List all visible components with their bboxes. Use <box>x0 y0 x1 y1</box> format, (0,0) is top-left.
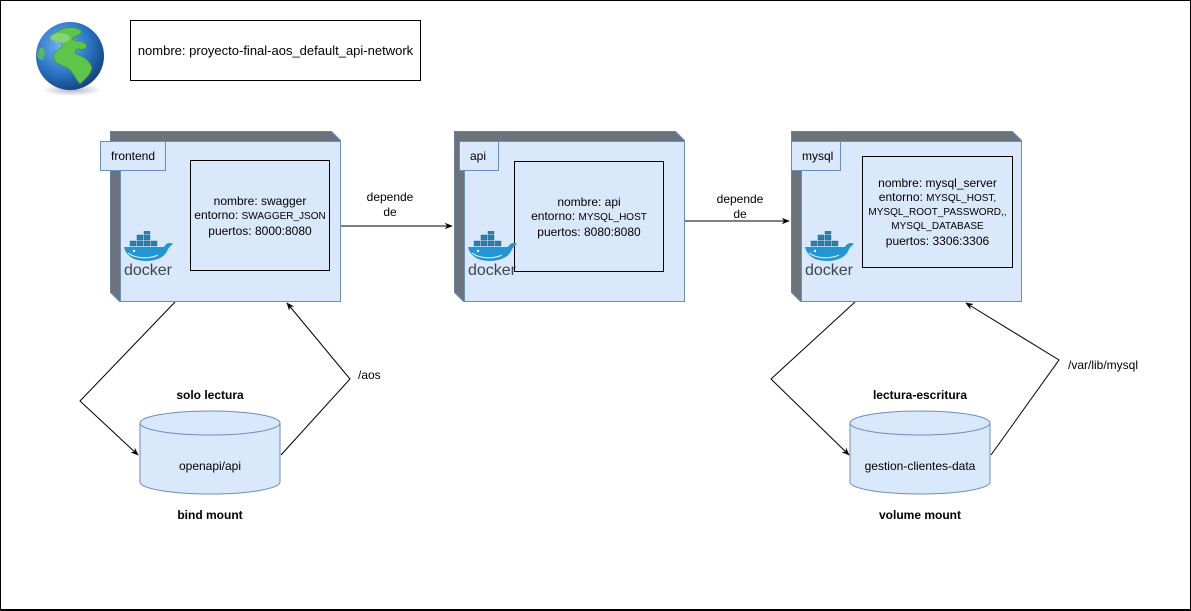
node-tag: frontend <box>100 141 167 171</box>
docker-icon: docker <box>801 229 857 279</box>
docker-wordmark: docker <box>468 262 517 277</box>
docker-wordmark: docker <box>805 262 854 277</box>
node-entorno: entorno: MYSQL_HOST <box>531 209 647 225</box>
volume-name-label: gestion-clientes-data <box>864 459 976 473</box>
mount-path-label: /var/lib/mysql <box>1068 358 1139 372</box>
node-info-box: nombre: swagger entorno: SWAGGER_JSON pu… <box>190 160 330 271</box>
edge-volume-to-mysql <box>965 302 1060 456</box>
entorno-var: MYSQL_DATABASE <box>891 221 984 232</box>
volume-access-label: solo lectura <box>176 388 244 402</box>
volume-type-label: volume mount <box>878 508 961 522</box>
edge-label-line1: depende <box>716 192 764 206</box>
node-puertos: puertos: 3306:3306 <box>885 234 990 248</box>
edge-label-line1: depende <box>366 190 414 204</box>
entorno-var: SWAGGER_JSON <box>241 210 326 222</box>
edge-volume-to-frontend <box>280 302 351 456</box>
edge-label-frontend-api: depende de <box>350 190 430 220</box>
entorno-prefix: entorno: <box>194 207 242 222</box>
volume-access-label: lectura-escritura <box>872 388 968 402</box>
node-entorno: entorno: MYSQL_HOST, <box>879 190 996 206</box>
docker-icon: docker <box>120 229 176 279</box>
node-tag: mysql <box>791 141 841 171</box>
container-node-mysql[interactable]: mysql nombre: mysql_server entorno: MYSQ… <box>791 131 1022 302</box>
container-node-frontend[interactable]: frontend nombre: swagger entorno: SWAGGE… <box>100 131 341 302</box>
edge-frontend-to-volume <box>79 301 176 456</box>
edge-label-line2: de <box>383 205 397 219</box>
network-name-box: nombre: proyecto-final-aos_default_api-n… <box>130 20 421 81</box>
node-puertos: puertos: 8000:8080 <box>208 223 312 238</box>
entorno-prefix: entorno: <box>531 208 579 223</box>
edge-label-line2: de <box>733 207 747 221</box>
entorno-var: MYSQL_HOST, <box>926 193 997 204</box>
node-info-box: nombre: mysql_server entorno: MYSQL_HOST… <box>862 156 1013 268</box>
node-puertos: puertos: 8080:8080 <box>537 224 641 239</box>
entorno-prefix: entorno: <box>878 190 927 204</box>
entorno-var: MYSQL_HOST <box>578 211 647 223</box>
node-nombre: nombre: api <box>557 194 621 209</box>
edge-mysql-to-volume <box>770 301 856 456</box>
globe-icon <box>30 18 110 98</box>
volume-cylinder-openapi <box>139 410 281 495</box>
node-tag-label: frontend <box>111 149 156 163</box>
container-node-api[interactable]: api nombre: api entorno: MYSQL_HOST puer… <box>454 131 685 302</box>
node-tag-label: api <box>470 149 487 163</box>
node-tag-label: mysql <box>802 149 834 163</box>
node-nombre: nombre: swagger <box>213 193 307 208</box>
docker-wordmark: docker <box>124 262 173 277</box>
volume-cylinder-gestion <box>849 410 991 495</box>
node-tag: api <box>459 141 499 171</box>
docker-icon: docker <box>464 229 520 279</box>
node-nombre: nombre: mysql_server <box>878 176 997 190</box>
entorno-var: MYSQL_ROOT_PASSWORD,, <box>868 207 1007 218</box>
node-entorno: entorno: SWAGGER_JSON <box>194 208 325 224</box>
network-name-label: nombre: proyecto-final-aos_default_api-n… <box>137 43 414 58</box>
volume-name-label: openapi/api <box>178 459 242 473</box>
volume-type-label: bind mount <box>177 508 243 522</box>
node-info-box: nombre: api entorno: MYSQL_HOST puertos:… <box>514 161 664 272</box>
edge-label-api-mysql: depende de <box>700 192 780 222</box>
mount-path-label: /aos <box>358 368 381 382</box>
